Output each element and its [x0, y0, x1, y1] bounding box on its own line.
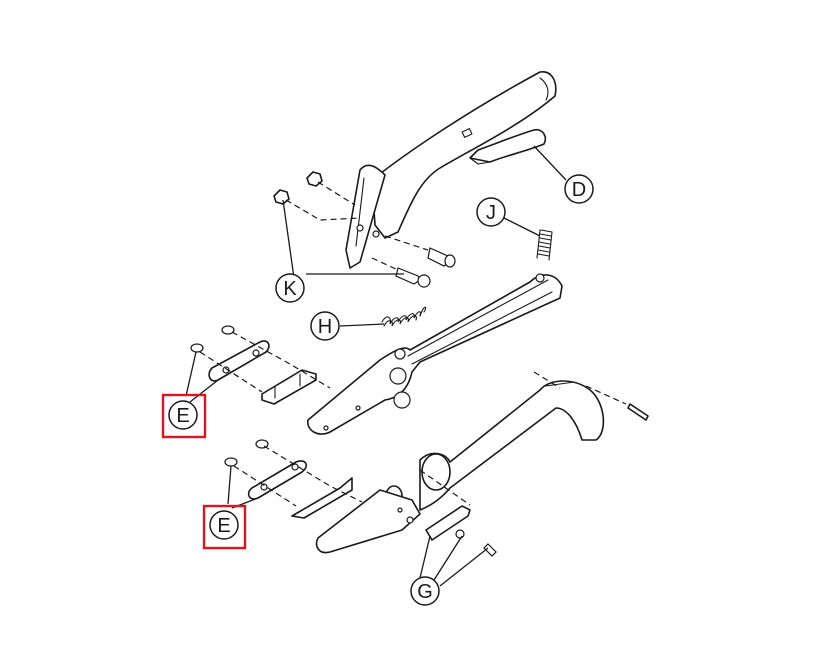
lever-part: [469, 128, 547, 165]
assembly-line: [585, 385, 627, 405]
callout-e-lower-label: E: [217, 515, 230, 537]
leader-line: [419, 535, 431, 579]
callout-e-upper-label: E: [176, 405, 189, 427]
callout-j: J: [476, 197, 506, 227]
nut-part: [273, 171, 323, 205]
callout-e-upper: E: [161, 393, 207, 439]
armrest-part: [345, 71, 557, 269]
assembly-line: [263, 445, 363, 503]
callout-g: G: [410, 576, 440, 606]
callout-h: H: [310, 311, 340, 341]
leader-line: [227, 465, 232, 505]
highlight-box-upper: [161, 393, 207, 439]
middle-arm-part: [307, 273, 563, 435]
leader-line: [339, 323, 385, 327]
assembly-line: [199, 351, 263, 393]
spring-j-part: [536, 229, 553, 261]
bolt-part: [395, 247, 456, 288]
lower-e-plate-part: [247, 460, 353, 519]
leader-line: [533, 145, 567, 181]
leader-line: [503, 217, 541, 237]
assembly-line: [317, 181, 356, 206]
callout-d-label: D: [572, 179, 586, 201]
leader-line: [189, 379, 219, 403]
pin-part: [627, 403, 649, 421]
callout-g-label: G: [417, 581, 433, 603]
upper-plate-part: [208, 340, 317, 405]
spring-h-part: [381, 306, 427, 327]
assembly-line: [419, 469, 471, 506]
callout-e-lower: E: [202, 504, 247, 550]
assembly-line: [233, 465, 297, 507]
bracket-part: [425, 505, 497, 557]
assembly-line: [533, 371, 561, 389]
leader-line: [282, 199, 295, 279]
lower-arm-part: [385, 380, 605, 511]
assembly-line: [231, 331, 331, 389]
assembly-line: [384, 235, 429, 251]
callout-j-label: J: [486, 202, 496, 224]
assembly-line: [371, 257, 399, 271]
leader-line: [439, 547, 489, 587]
leader-line: [433, 535, 463, 581]
callout-h-label: H: [318, 316, 332, 338]
assembly-line: [285, 199, 361, 221]
leader-line: [185, 351, 197, 397]
callout-d: D: [564, 174, 594, 204]
screw-part: [190, 325, 235, 353]
screw-part: [224, 439, 269, 467]
highlight-box-lower: [202, 504, 247, 550]
lower-plate-part: [315, 489, 421, 554]
callout-k-label: K: [283, 278, 297, 300]
callout-k: K: [275, 273, 305, 303]
